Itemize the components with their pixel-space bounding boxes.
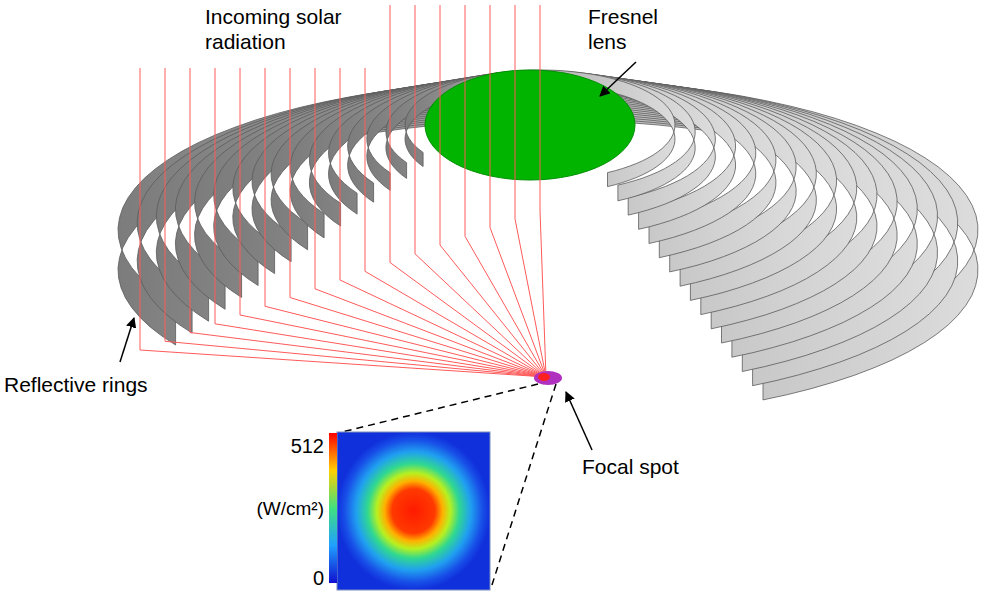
leader-arrow: [600, 62, 636, 96]
focus-label: Focal spot: [582, 454, 722, 479]
leader-arrow: [120, 318, 134, 362]
solar-ray: [390, 5, 546, 377]
focal-spot: [534, 371, 562, 385]
solar-ray: [490, 5, 546, 377]
leader-arrow: [566, 392, 592, 450]
solar-ray: [540, 5, 546, 377]
solar-ray: [440, 5, 546, 377]
zoom-line: [491, 384, 556, 588]
solar-ray: [315, 68, 546, 377]
solar-ray: [515, 5, 546, 377]
reflective-rings: [118, 70, 978, 400]
solar-ray: [165, 68, 546, 377]
scale-min: 0: [240, 566, 324, 590]
solar-ray: [190, 68, 546, 377]
solar-ray: [465, 5, 546, 377]
solar-ray: [265, 68, 546, 377]
fresnel-lens: [425, 70, 635, 180]
solar-ray: [290, 68, 546, 377]
solar-ray: [240, 68, 546, 377]
lens-label: Fresnel lens: [588, 4, 698, 54]
color-bar: [329, 433, 337, 583]
rings-label: Reflective rings: [4, 372, 194, 397]
unit-label: (W/cm²): [230, 498, 324, 521]
scale-max: 512: [240, 434, 324, 458]
solar-ray: [415, 5, 546, 377]
solar-ray: [140, 68, 546, 377]
solar-rays: [140, 5, 546, 377]
radiation-label: Incoming solar radiation: [205, 4, 380, 54]
zoom-line: [342, 384, 538, 432]
flux-map: [337, 432, 490, 590]
focal-spot-core: [538, 373, 550, 381]
